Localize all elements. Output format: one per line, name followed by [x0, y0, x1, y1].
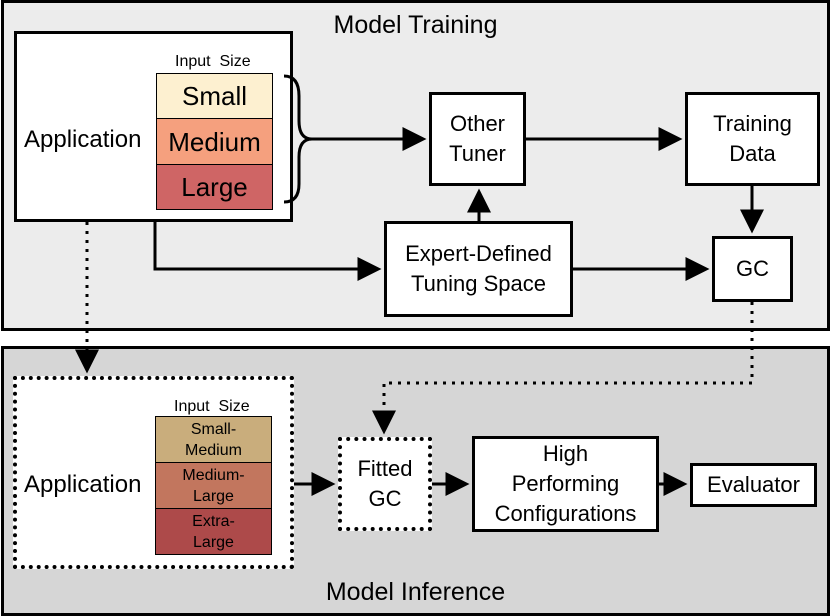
evaluator-box: Evaluator: [690, 463, 817, 507]
size-large-cell: Large: [156, 164, 273, 210]
inference-application-label: Application: [24, 471, 142, 498]
high-performing-configurations-box: High Performing Configurations: [472, 436, 659, 532]
other-tuner-box: Other Tuner: [429, 92, 526, 186]
size-medium-cell: Medium: [156, 118, 273, 165]
arrow-application-to-tuning-space: [153, 222, 382, 281]
training-data-box: Training Data: [685, 92, 820, 186]
model-inference-title: Model Inference: [325, 578, 506, 606]
inference-input-size-header: Input Size: [174, 398, 250, 415]
size-extra-large-cell: Extra- Large: [155, 508, 272, 555]
training-application-label: Application: [24, 126, 142, 153]
size-small-cell: Small: [156, 73, 273, 119]
fitted-gc-box: Fitted GC: [338, 437, 432, 531]
model-training-title: Model Training: [333, 11, 498, 39]
dotted-arrow-gc-to-fitted-gc: [372, 302, 754, 435]
tuning-space-box: Expert-Defined Tuning Space: [384, 221, 573, 317]
training-input-size-header: Input Size: [175, 53, 251, 70]
size-medium-large-cell: Medium- Large: [155, 462, 272, 509]
gc-box: GC: [712, 236, 793, 302]
training-application-box: Application Input Size Small Medium Larg…: [14, 31, 293, 222]
input-size-brace: [283, 74, 313, 204]
inference-application-box: Application Input Size Small- Medium Med…: [13, 376, 294, 569]
